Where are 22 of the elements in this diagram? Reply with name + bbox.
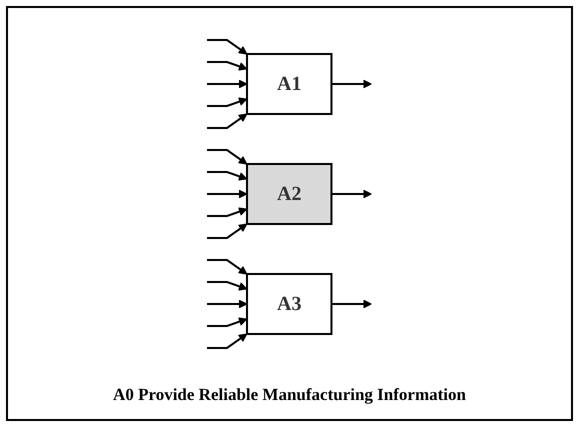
arrow — [207, 112, 248, 128]
arrow — [207, 148, 248, 164]
arrow — [332, 299, 372, 308]
arrow — [207, 96, 248, 106]
caption: A0 Provide Reliable Manufacturing Information — [112, 384, 467, 406]
arrow — [207, 60, 248, 70]
arrow — [207, 316, 248, 326]
arrow — [332, 189, 372, 198]
arrow — [207, 332, 248, 348]
arrow — [207, 79, 248, 88]
activity-box: A3 — [246, 272, 333, 334]
arrow — [207, 258, 248, 274]
arrow — [207, 38, 248, 54]
activity-box: A1 — [246, 52, 333, 114]
arrow — [207, 280, 248, 290]
arrow — [207, 170, 248, 180]
arrow — [207, 299, 248, 308]
arrow — [207, 189, 248, 198]
activity-box: A2 — [246, 162, 333, 224]
arrow — [207, 222, 248, 238]
arrow — [332, 79, 372, 88]
arrow — [207, 206, 248, 216]
